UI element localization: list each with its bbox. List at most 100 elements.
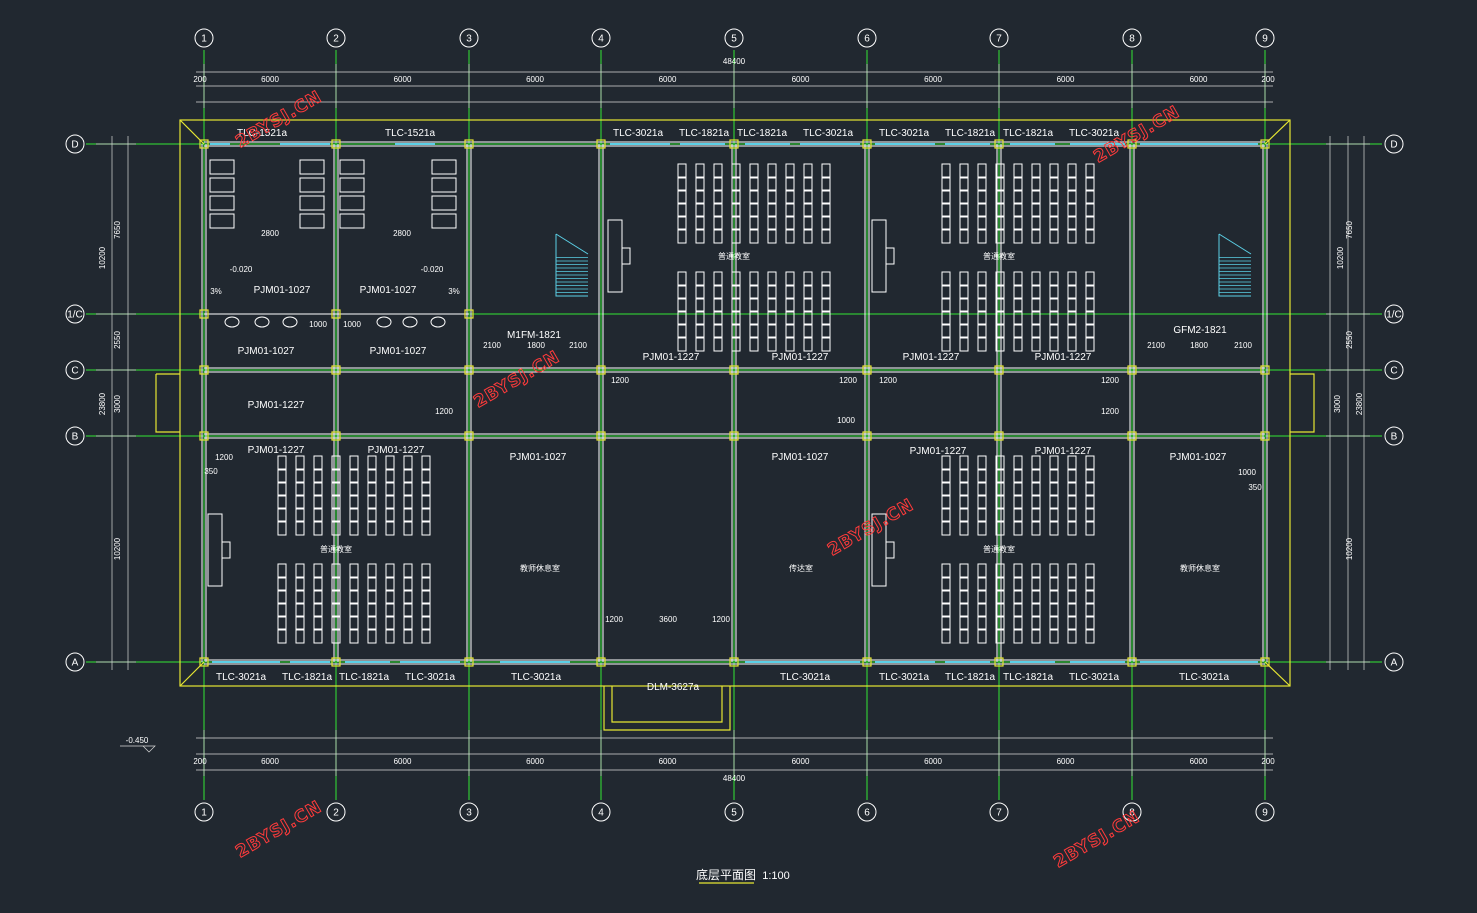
bubble-label: A — [1391, 658, 1398, 669]
desk — [941, 494, 951, 510]
window-label-bottom: TLC-3021a — [879, 672, 929, 683]
desk — [1067, 576, 1077, 592]
desk — [785, 310, 795, 326]
desk — [367, 455, 377, 471]
axis-bubble-8: 8 — [1122, 802, 1142, 822]
desk — [277, 520, 287, 536]
desk — [1085, 202, 1095, 218]
desk — [1049, 589, 1059, 605]
axis-bubble-B: B — [65, 426, 85, 446]
desk — [1031, 576, 1041, 592]
toilet-stall — [209, 195, 235, 211]
desk — [995, 176, 1005, 192]
desk — [767, 336, 777, 352]
column — [994, 365, 1004, 375]
desk — [941, 615, 951, 631]
bubble-label: 8 — [1129, 808, 1135, 819]
dim-text: 2100 — [569, 341, 587, 350]
washbasin — [282, 316, 298, 328]
desk — [941, 336, 951, 352]
bubble-circle — [1122, 802, 1142, 822]
desk — [367, 628, 377, 644]
bubble-circle — [989, 802, 1009, 822]
desk — [821, 176, 831, 192]
window-label-top: TLC-1521a — [385, 128, 435, 139]
desk — [941, 310, 951, 326]
dim-text: 1200 — [1101, 376, 1119, 385]
axis-bubble-D: D — [1384, 134, 1404, 154]
desk — [1031, 507, 1041, 523]
bubble-label: D — [71, 140, 78, 151]
desk — [331, 520, 341, 536]
desk — [1085, 323, 1095, 339]
bubble-circle — [326, 802, 346, 822]
desk — [403, 576, 413, 592]
column — [729, 365, 739, 375]
desk — [695, 202, 705, 218]
desk — [1049, 494, 1059, 510]
entrance-bottom — [603, 686, 731, 731]
desk — [349, 520, 359, 536]
dim-text: 350 — [204, 467, 218, 476]
desk — [959, 520, 969, 536]
desk — [421, 455, 431, 471]
dim-text: 1000 — [837, 416, 855, 425]
desk — [1013, 310, 1023, 326]
desk — [1067, 202, 1077, 218]
column — [994, 431, 1004, 441]
bubble-label: 4 — [598, 34, 604, 45]
desk — [295, 455, 305, 471]
column — [464, 309, 474, 319]
desk — [785, 323, 795, 339]
desk — [749, 202, 759, 218]
desk — [977, 628, 987, 644]
desk — [1013, 602, 1023, 618]
desk — [677, 310, 687, 326]
edge-dim: 200 — [193, 757, 207, 766]
desk — [713, 310, 723, 326]
desk — [331, 494, 341, 510]
desk — [403, 602, 413, 618]
desk — [995, 215, 1005, 231]
dim-text: 2800 — [261, 229, 279, 238]
desk — [385, 589, 395, 605]
desk — [349, 576, 359, 592]
desk — [695, 323, 705, 339]
desk — [767, 271, 777, 287]
desk — [1013, 163, 1023, 179]
desk — [313, 468, 323, 484]
desk — [695, 284, 705, 300]
toilet-stall — [339, 177, 365, 193]
column — [331, 139, 341, 149]
desk — [1085, 215, 1095, 231]
column — [729, 657, 739, 667]
desk — [1049, 284, 1059, 300]
bubble-circle — [591, 28, 611, 48]
desk — [277, 494, 287, 510]
slope-text: 3% — [448, 287, 460, 296]
desk — [1085, 615, 1095, 631]
desk — [1085, 336, 1095, 352]
desk — [821, 336, 831, 352]
toilet-stall — [299, 159, 325, 175]
desk — [1049, 615, 1059, 631]
desk — [1049, 455, 1059, 471]
desk — [421, 628, 431, 644]
desk — [1031, 589, 1041, 605]
desk — [403, 507, 413, 523]
desk — [1067, 507, 1077, 523]
dim-text: 1800 — [1190, 341, 1208, 350]
desk — [821, 310, 831, 326]
axis-bubble-9: 9 — [1255, 28, 1275, 48]
desk — [1067, 589, 1077, 605]
desk — [331, 589, 341, 605]
column — [1260, 431, 1270, 441]
column — [994, 139, 1004, 149]
lectern — [207, 513, 223, 587]
building-outline — [155, 119, 1315, 731]
bubble-circle — [591, 802, 611, 822]
desk — [1013, 202, 1023, 218]
desk — [803, 163, 813, 179]
desk — [313, 589, 323, 605]
